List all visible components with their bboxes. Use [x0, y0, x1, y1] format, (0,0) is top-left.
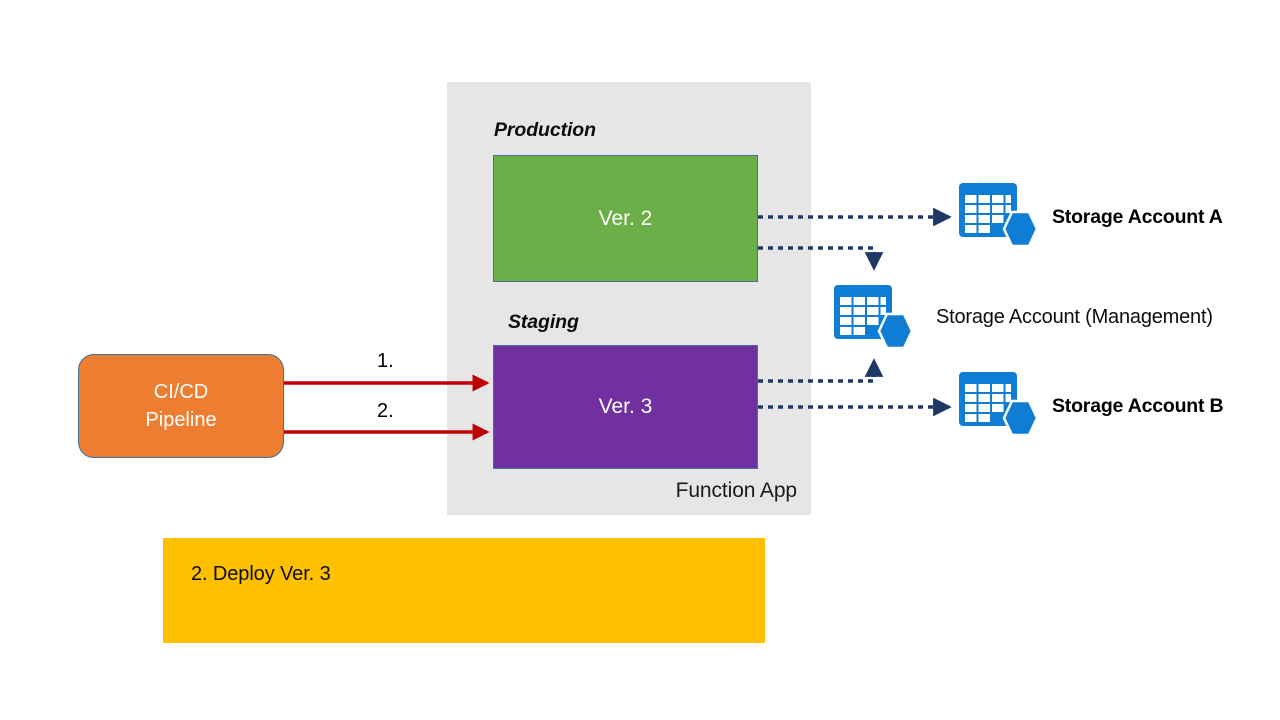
deploy-note-text: 2. Deploy Ver. 3 [191, 563, 331, 585]
step-number-1: 1. [377, 350, 394, 372]
storage-account-icon [959, 183, 1039, 248]
cicd-pipeline-label-line2: Pipeline [145, 409, 217, 431]
staging-slot-heading: Staging [508, 311, 579, 333]
step-number-2: 2. [377, 400, 394, 422]
storage-account-icon [959, 372, 1039, 437]
storage-account-management-label: Storage Account (Management) [936, 306, 1213, 328]
production-slot-heading: Production [494, 119, 596, 141]
staging-slot-box[interactable]: Ver. 3 [493, 345, 758, 469]
deploy-note-banner [163, 538, 765, 643]
cicd-pipeline-label-line1: CI/CD [153, 380, 209, 403]
staging-version-label: Ver. 3 [598, 395, 653, 418]
function-app-label: Function App [675, 479, 797, 502]
storage-account-icon [834, 285, 914, 350]
storage-account-b-label: Storage Account B [1052, 395, 1224, 417]
production-slot-box[interactable]: Ver. 2 [493, 155, 758, 282]
production-version-label: Ver. 2 [598, 206, 653, 230]
storage-account-a-label: Storage Account A [1052, 206, 1223, 228]
cicd-pipeline-box[interactable]: CI/CD Pipeline [78, 354, 284, 458]
